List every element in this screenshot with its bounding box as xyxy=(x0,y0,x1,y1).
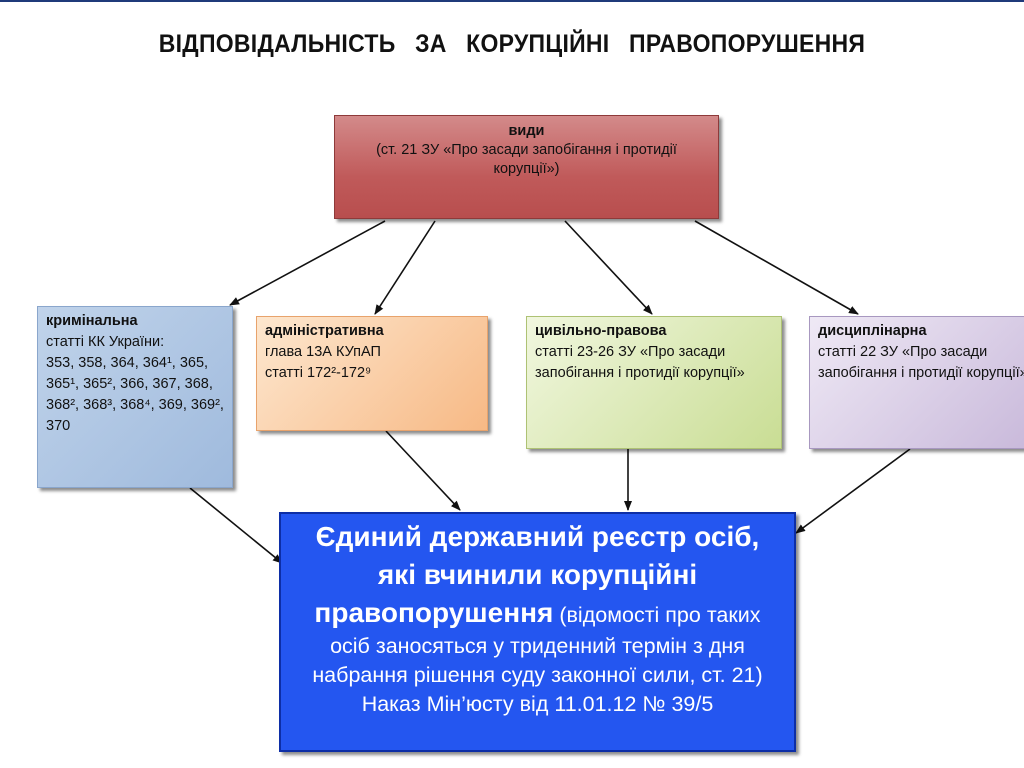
top-rule xyxy=(0,0,1024,2)
civil-box: цивільно-правова статті 23-26 ЗУ «Про за… xyxy=(526,316,782,449)
criminal-articles: 353, 358, 364, 364¹, 365, 365¹, 365², 36… xyxy=(46,355,224,434)
registry-order: Наказ Мін’юсту від 11.01.12 № 39/5 xyxy=(361,692,714,716)
criminal-box: кримінальна статті КК України: 353, 358,… xyxy=(37,306,233,488)
arrow-types-to-administrative xyxy=(374,220,436,315)
types-box: види (ст. 21 ЗУ «Про засади запобігання … xyxy=(334,115,719,219)
page-title: ВІДПОВІДАЛЬНІСТЬ ЗА КОРУПЦІЙНІ ПРАВОПОРУ… xyxy=(158,30,866,58)
registry-title: Єдиний державний реєстр осіб, які вчинил… xyxy=(314,521,760,628)
civil-heading: цивільно-правова xyxy=(535,323,667,339)
arrow-types-to-civil xyxy=(564,220,653,315)
types-heading: види xyxy=(508,123,545,139)
criminal-heading: кримінальна xyxy=(46,313,138,329)
administrative-heading: адміністративна xyxy=(265,323,384,339)
disciplinary-heading: дисциплінарна xyxy=(818,323,927,339)
arrow-criminal-to-registry xyxy=(189,487,283,564)
arrow-disciplinary-to-registry xyxy=(795,448,911,534)
administrative-line1: глава 13А КУпАП xyxy=(265,344,381,360)
arrow-types-to-criminal xyxy=(229,220,386,306)
arrow-types-to-disciplinary xyxy=(694,220,859,315)
registry-note: (відомості про таких осіб заносяться у т… xyxy=(312,603,763,687)
criminal-line1: статті КК України: xyxy=(46,334,165,350)
types-text: (ст. 21 ЗУ «Про засади запобігання і про… xyxy=(376,142,677,177)
administrative-box: адміністративна глава 13А КУпАП статті 1… xyxy=(256,316,488,431)
civil-text: статті 23-26 ЗУ «Про засади запобігання … xyxy=(535,344,745,381)
disciplinary-text: статті 22 ЗУ «Про засади запобігання і п… xyxy=(818,344,1024,381)
disciplinary-box: дисциплінарна статті 22 ЗУ «Про засади з… xyxy=(809,316,1024,449)
arrow-administrative-to-registry xyxy=(385,430,461,511)
administrative-line2: статті 172²-172⁹ xyxy=(265,365,372,381)
registry-box: Єдиний державний реєстр осіб, які вчинил… xyxy=(279,512,796,752)
